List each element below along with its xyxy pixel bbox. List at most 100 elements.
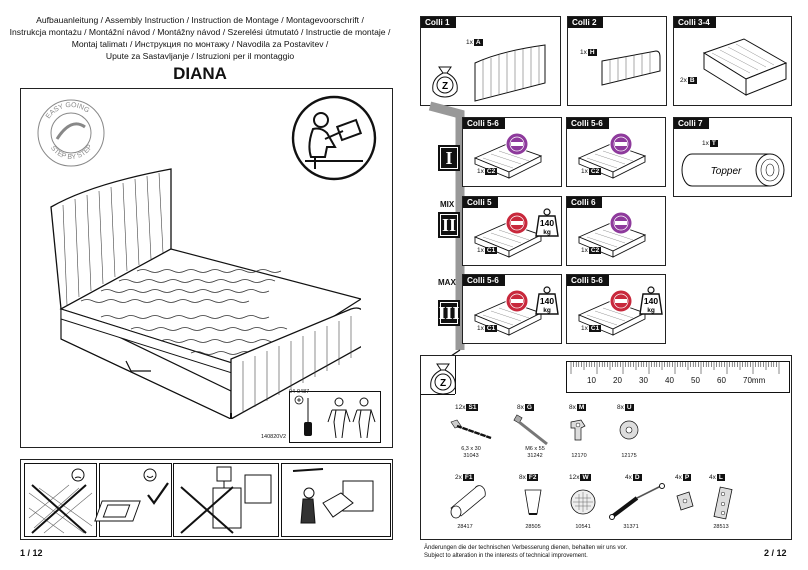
washer-icon — [619, 420, 639, 440]
part-letter: C1 — [588, 325, 602, 332]
hw-size: M6 x 55 — [525, 446, 545, 452]
footboard-part-icon — [601, 50, 661, 86]
page-number-right: 2 / 12 — [764, 548, 787, 558]
hw-code: 31371 — [623, 524, 639, 530]
ruler-ticks — [570, 362, 780, 374]
bag-divider-v — [455, 356, 456, 394]
header-text: Aufbauanleitung / Assembly Instruction /… — [0, 14, 400, 62]
easy-going-stamp: EASY GOING STEP BY STEP — [37, 99, 105, 167]
cam-nut-icon — [570, 419, 586, 441]
mattress-part-icon — [577, 211, 647, 258]
header-line: Aufbauanleitung / Assembly Instruction /… — [36, 15, 364, 25]
hw-code: 10541 — [575, 524, 591, 530]
header-line: Upute za Sastavljanje / Istruzioni per i… — [105, 51, 295, 61]
ruler-label: 50 — [691, 376, 700, 385]
level-III-marker: III — [438, 300, 460, 326]
headboard-part-icon — [474, 44, 546, 102]
level-III-label: MAX — [438, 278, 456, 287]
tools-box — [289, 391, 381, 443]
topper-roll-icon: Topper — [681, 153, 785, 187]
footer-note-line: Subject to alteration in the interests o… — [424, 553, 588, 559]
bag-letter: Z — [442, 81, 448, 92]
mattress-part-icon — [473, 211, 543, 258]
footer-note-line: Änderungen die der technischen Verbesser… — [424, 545, 628, 551]
hw-size: 6,3 x 30 — [461, 446, 481, 452]
two-persons-icon — [327, 397, 376, 439]
hw-code: 28513 — [713, 524, 729, 530]
colli-label: Colli 3-4 — [674, 17, 716, 28]
header-line: Montaj talimatı / Инструкция по монтажу … — [71, 39, 329, 49]
hw-code: 12175 — [621, 453, 637, 459]
weight-value: 140 — [540, 296, 554, 306]
colli-label: Colli 5-6 — [463, 118, 505, 129]
colli-label: Colli 5-6 — [567, 275, 609, 286]
hw-code: 31043 — [463, 453, 479, 459]
part-letter: B — [687, 77, 697, 84]
ruler-label: 40 — [665, 376, 674, 385]
part-letter: C2 — [588, 168, 602, 175]
part-letter: T — [709, 140, 718, 147]
screwdriver-icon — [294, 395, 312, 436]
bed-illustration — [50, 168, 361, 419]
person-reading-icon — [291, 95, 377, 181]
weight-unit: kg — [543, 307, 551, 314]
bag-divider — [421, 394, 455, 395]
do-dont-assembly-panel — [173, 463, 391, 537]
hw-code: 31242 — [527, 453, 543, 459]
ruler-label: 10 — [587, 376, 596, 385]
weight-value: 140 — [644, 296, 658, 306]
footer-note: Änderungen die der technischen Verbesser… — [424, 544, 627, 560]
colli-label: Colli 2 — [568, 17, 603, 28]
ruler-label: 70mm — [743, 376, 766, 385]
code-top: 04-0487 — [289, 389, 310, 395]
level-II-label: MIX — [440, 200, 455, 209]
screw-icon — [450, 419, 492, 440]
ruler-label: 60 — [717, 376, 726, 385]
plate-icon — [676, 491, 694, 511]
header-line: Instrukcja montażu / Montážní návod / Mo… — [9, 27, 391, 37]
part-letter: C2 — [484, 168, 498, 175]
part-letter: C1 — [484, 325, 498, 332]
leg-tube-icon — [450, 485, 486, 519]
product-title: DIANA — [173, 64, 227, 83]
code-bottom: 140820V2 — [261, 434, 287, 440]
gas-spring-icon — [609, 483, 665, 520]
part-letter: H — [587, 49, 597, 56]
hw-code: 28505 — [525, 524, 541, 530]
bracket-icon — [713, 486, 733, 520]
do-dont-surface-panel — [24, 463, 172, 537]
colli-label: Colli 1 — [421, 17, 456, 28]
hw-code: 12170 — [571, 453, 587, 459]
bag-icon: Z — [430, 363, 456, 395]
box-spring-part-icon — [702, 38, 788, 96]
mm-ruler: 10 20 30 40 50 60 70mm — [566, 361, 790, 393]
